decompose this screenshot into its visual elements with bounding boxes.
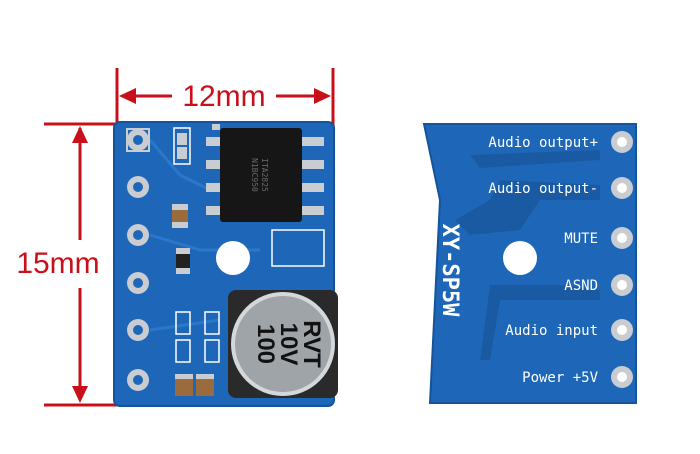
pin-label-mute: MUTE [564, 231, 598, 247]
pin-label-audio-input: Audio input [505, 323, 598, 339]
capacitor-text-1: 100 [252, 324, 279, 364]
width-label: 12mm [182, 80, 265, 113]
smd-components [172, 124, 220, 396]
chip-marking-1: ITA2825 [260, 158, 269, 192]
mounting-hole [216, 241, 250, 275]
mounting-hole-back [503, 241, 537, 275]
width-dimension: 12mm [115, 68, 335, 128]
pin-label-audio-output-minus: Audio output- [488, 181, 598, 197]
height-label: 15mm [16, 247, 99, 280]
right-board: Audio output+ Audio output- MUTE ASND Au… [422, 123, 637, 404]
capacitor-text-3: RVT [298, 320, 325, 368]
pin-label-power: Power +5V [522, 370, 598, 386]
amplifier-chip: ITA2825 N1BC950 [206, 128, 324, 222]
capacitor-text-2: 10V [275, 323, 302, 366]
chip-marking-2: N1BC950 [250, 158, 259, 192]
electrolytic-capacitor: 100 10V RVT [228, 290, 338, 398]
left-board: ITA2825 N1BC950 100 10V RVT [113, 121, 338, 407]
height-dimension: 15mm [16, 122, 120, 407]
pin-label-asnd: ASND [564, 278, 598, 294]
right-pin-pads [611, 131, 633, 388]
left-pin-pads [126, 128, 150, 391]
model-label: XY-SP5W [437, 224, 462, 317]
pin-label-audio-output-plus: Audio output+ [488, 135, 598, 151]
